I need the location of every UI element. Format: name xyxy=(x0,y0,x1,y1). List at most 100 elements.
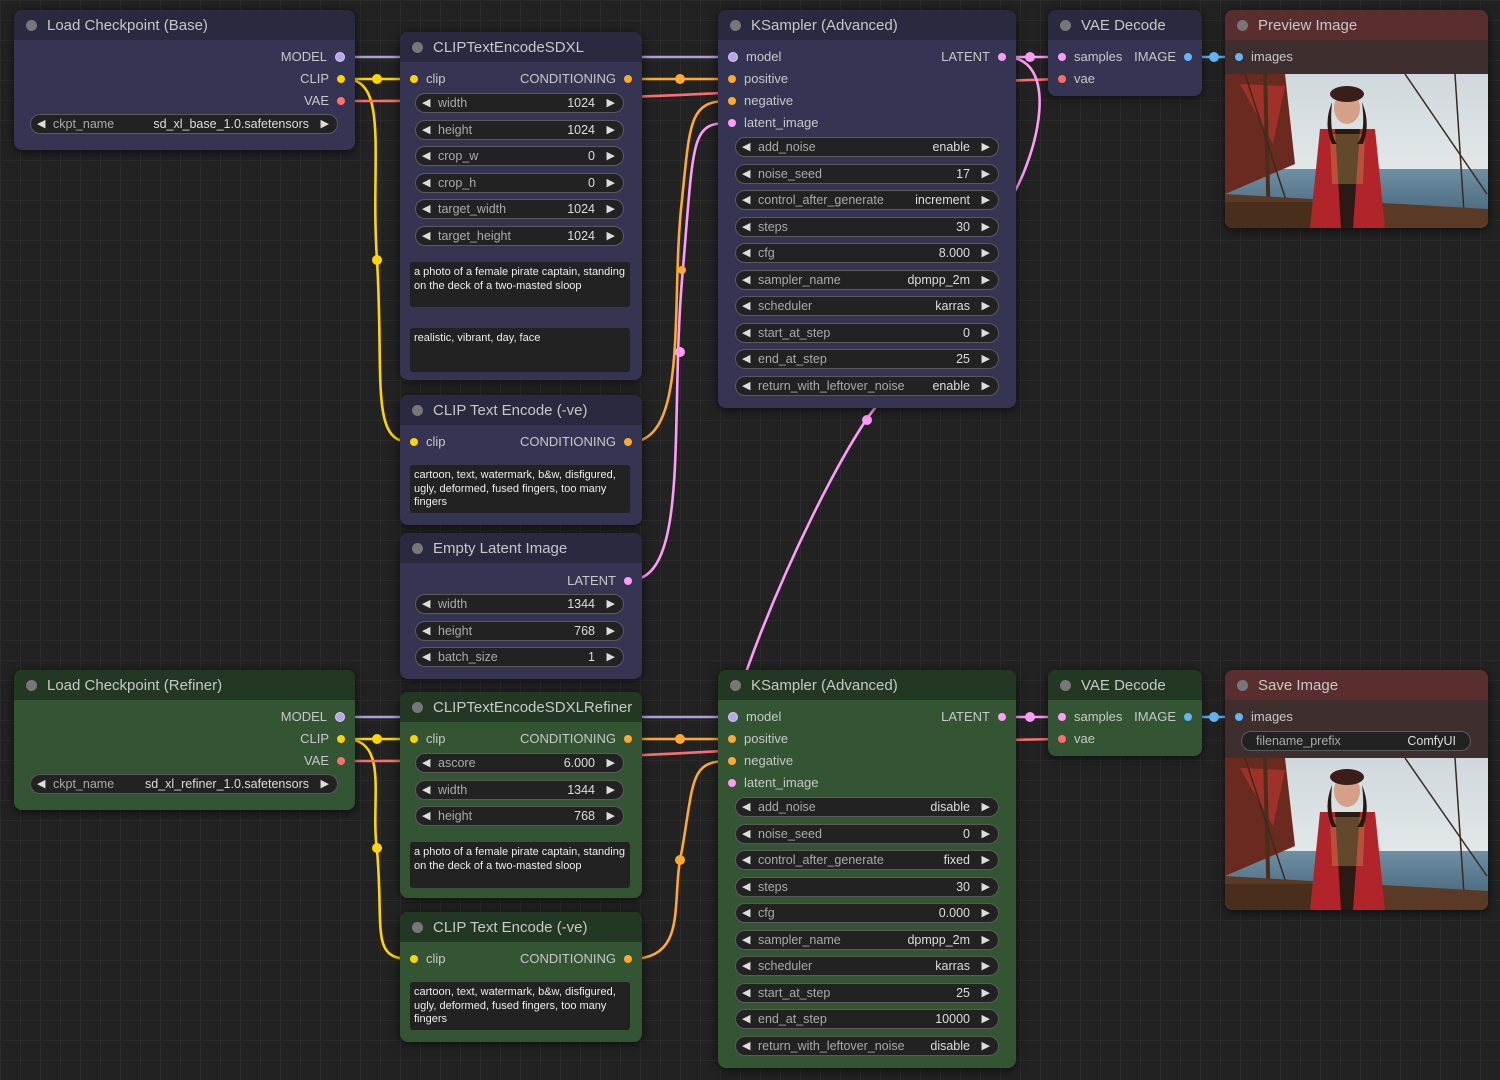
prompt-text[interactable]: a photo of a female pirate captain, stan… xyxy=(410,842,630,888)
output-pin-model[interactable] xyxy=(335,711,345,722)
arrow-left-icon[interactable]: ◀ xyxy=(422,783,431,796)
arrow-left-icon[interactable]: ◀ xyxy=(422,810,431,822)
node-title-bar[interactable]: CLIP Text Encode (-ve) xyxy=(400,395,642,425)
node-title-bar[interactable]: Load Checkpoint (Base) xyxy=(14,10,355,40)
input-pin-images[interactable] xyxy=(1235,52,1243,61)
collapse-dot-icon[interactable] xyxy=(412,542,423,554)
collapse-dot-icon[interactable] xyxy=(1060,19,1071,31)
arrow-left-icon[interactable]: ◀ xyxy=(742,1013,751,1025)
node-title-bar[interactable]: Load Checkpoint (Refiner) xyxy=(14,670,355,700)
input-pin-clip[interactable] xyxy=(410,74,418,83)
input-pin-model[interactable] xyxy=(728,51,738,62)
arrow-left-icon[interactable]: ◀ xyxy=(742,247,751,259)
input-pin-clip[interactable] xyxy=(410,437,418,446)
node-vae-decode-base[interactable]: VAE Decode samples IMAGE vae xyxy=(1048,10,1202,96)
arrow-right-icon[interactable]: ▶ xyxy=(606,810,615,822)
arrow-right-icon[interactable]: ▶ xyxy=(981,801,990,813)
arrow-right-icon[interactable]: ▶ xyxy=(606,783,615,796)
arrow-right-icon[interactable]: ▶ xyxy=(606,651,615,663)
arrow-left-icon[interactable]: ◀ xyxy=(742,933,751,946)
collapse-dot-icon[interactable] xyxy=(412,404,423,416)
node-clip-text-encode-negative-refiner[interactable]: CLIP Text Encode (-ve) clip CONDITIONING… xyxy=(400,912,642,1042)
node-clip-text-encode-sdxl[interactable]: CLIPTextEncodeSDXL clip CONDITIONING ◀wi… xyxy=(400,32,642,380)
arrow-right-icon[interactable]: ▶ xyxy=(981,986,990,999)
node-ksampler-advanced-refiner[interactable]: KSampler (Advanced) model LATENT positiv… xyxy=(718,670,1016,1068)
arrow-right-icon[interactable]: ▶ xyxy=(606,150,615,162)
output-pin-latent[interactable] xyxy=(998,52,1006,61)
arrow-right-icon[interactable]: ▶ xyxy=(981,880,990,893)
output-pin-clip[interactable] xyxy=(337,734,345,743)
arrow-right-icon[interactable]: ▶ xyxy=(981,960,990,972)
arrow-left-icon[interactable]: ◀ xyxy=(742,300,751,312)
input-pin-clip[interactable] xyxy=(410,734,418,743)
arrow-right-icon[interactable]: ▶ xyxy=(981,326,990,339)
arrow-right-icon[interactable]: ▶ xyxy=(606,229,615,242)
arrow-right-icon[interactable]: ▶ xyxy=(981,220,990,233)
arrow-left-icon[interactable]: ◀ xyxy=(742,194,751,206)
output-pin-conditioning[interactable] xyxy=(624,437,632,446)
arrow-right-icon[interactable]: ▶ xyxy=(981,1039,990,1052)
saved-image-preview[interactable] xyxy=(1225,758,1488,910)
arrow-right-icon[interactable]: ▶ xyxy=(981,141,990,153)
arrow-left-icon[interactable]: ◀ xyxy=(742,960,751,972)
collapse-dot-icon[interactable] xyxy=(26,679,37,691)
collapse-dot-icon[interactable] xyxy=(1237,679,1248,691)
arrow-right-icon[interactable]: ▶ xyxy=(606,598,615,610)
input-pin-model[interactable] xyxy=(728,711,738,722)
output-pin-clip[interactable] xyxy=(337,74,345,83)
input-pin-negative[interactable] xyxy=(728,756,736,765)
input-pin-positive[interactable] xyxy=(728,74,736,83)
arrow-left-icon[interactable]: ◀ xyxy=(742,220,751,233)
arrow-left-icon[interactable]: ◀ xyxy=(37,778,46,790)
node-preview-image[interactable]: Preview Image images xyxy=(1225,10,1488,228)
collapse-dot-icon[interactable] xyxy=(730,19,741,31)
arrow-left-icon[interactable]: ◀ xyxy=(742,167,751,180)
input-pin-latent-image[interactable] xyxy=(728,118,736,127)
collapse-dot-icon[interactable] xyxy=(1237,19,1248,31)
collapse-dot-icon[interactable] xyxy=(412,701,423,713)
arrow-right-icon[interactable]: ▶ xyxy=(981,167,990,180)
arrow-left-icon[interactable]: ◀ xyxy=(742,801,751,813)
arrow-left-icon[interactable]: ◀ xyxy=(742,854,751,866)
arrow-left-icon[interactable]: ◀ xyxy=(422,624,431,637)
arrow-left-icon[interactable]: ◀ xyxy=(422,176,431,189)
node-ksampler-advanced-base[interactable]: KSampler (Advanced) model LATENT positiv… xyxy=(718,10,1016,408)
output-pin-latent[interactable] xyxy=(998,712,1006,721)
arrow-right-icon[interactable]: ▶ xyxy=(606,757,615,769)
arrow-left-icon[interactable]: ◀ xyxy=(742,880,751,893)
arrow-left-icon[interactable]: ◀ xyxy=(742,1039,751,1052)
arrow-left-icon[interactable]: ◀ xyxy=(422,123,431,136)
arrow-right-icon[interactable]: ▶ xyxy=(320,778,329,790)
arrow-left-icon[interactable]: ◀ xyxy=(742,827,751,840)
node-load-checkpoint-base[interactable]: Load Checkpoint (Base) MODEL CLIP VAE ◀c… xyxy=(14,10,355,150)
prompt-text-l[interactable]: realistic, vibrant, day, face xyxy=(410,328,630,372)
node-title-bar[interactable]: VAE Decode xyxy=(1048,670,1202,700)
node-title-bar[interactable]: Preview Image xyxy=(1225,10,1488,40)
input-pin-samples[interactable] xyxy=(1058,52,1066,61)
output-pin-conditioning[interactable] xyxy=(624,74,632,83)
node-title-bar[interactable]: KSampler (Advanced) xyxy=(718,670,1016,700)
arrow-left-icon[interactable]: ◀ xyxy=(742,141,751,153)
arrow-right-icon[interactable]: ▶ xyxy=(606,123,615,136)
node-title-bar[interactable]: CLIPTextEncodeSDXLRefiner xyxy=(400,692,642,722)
node-title-bar[interactable]: VAE Decode xyxy=(1048,10,1202,40)
